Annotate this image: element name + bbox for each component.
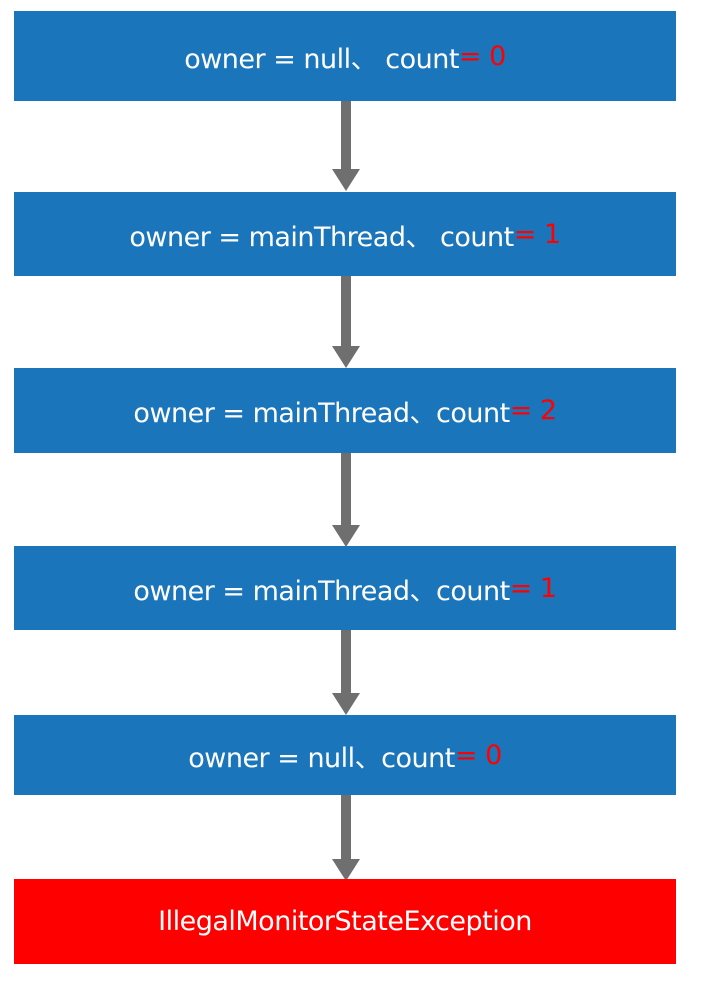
exception-label: IllegalMonitorStateException [158,906,532,937]
state-node-2-text: owner = mainThread、 count [129,221,514,253]
flow-arrow-4 [332,630,360,715]
state-node-4-text: owner = mainThread、count [133,575,510,607]
flow-arrow-1 [332,101,360,191]
state-node-3-text: owner = mainThread、count [133,398,510,429]
state-node-4: owner = mainThread、count = 1 [14,546,676,630]
flow-arrow-2 [332,276,360,368]
state-node-4-count: = 1 [509,572,557,604]
state-node-3: owner = mainThread、count = 2 [14,368,676,453]
state-node-3-count: = 2 [509,395,557,426]
state-node-1-text: owner = null、 count [184,43,459,75]
flow-arrow-5 [332,795,360,881]
state-node-1: owner = null、 count = 0 [14,11,676,101]
flow-arrow-3 [332,453,360,547]
state-node-5-text: owner = null、count [188,742,455,774]
exception-node: IllegalMonitorStateException [14,879,676,964]
state-node-5-count: = 0 [454,739,502,771]
state-node-1-count: = 0 [458,40,506,72]
state-node-2: owner = mainThread、 count = 1 [14,192,676,276]
state-node-5: owner = null、count = 0 [14,715,676,795]
state-node-2-count: = 1 [513,218,561,250]
